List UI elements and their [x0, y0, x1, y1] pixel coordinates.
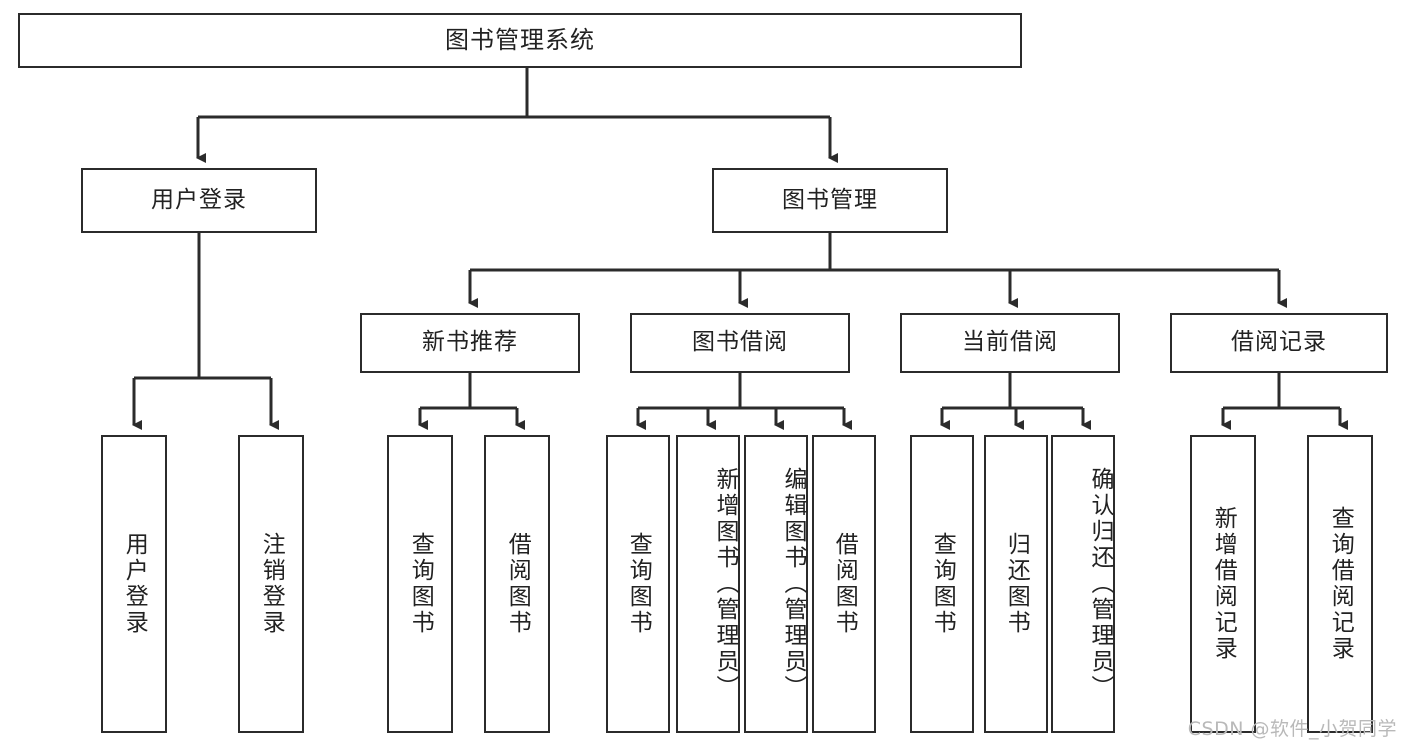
node-leaf-add-book[interactable]: 新增图书（管理员）: [676, 435, 740, 733]
node-label: 编辑图书（管理员）: [780, 467, 806, 701]
node-user-login[interactable]: 用户登录: [81, 168, 317, 233]
node-leaf-query-book-1[interactable]: 查询图书: [387, 435, 453, 733]
node-label: 用户登录: [151, 186, 247, 213]
node-leaf-borrow-book-2[interactable]: 借阅图书: [812, 435, 876, 733]
node-leaf-edit-book[interactable]: 编辑图书（管理员）: [744, 435, 808, 733]
node-label: 注销登录: [258, 532, 285, 636]
node-leaf-query-book-2[interactable]: 查询图书: [606, 435, 670, 733]
node-root-图书管理系统[interactable]: 图书管理系统: [18, 13, 1022, 68]
node-leaf-user-login[interactable]: 用户登录: [101, 435, 167, 733]
node-label: 查询图书: [407, 532, 434, 636]
node-label: 查询图书: [929, 532, 956, 636]
node-leaf-add-borrow-record[interactable]: 新增借阅记录: [1190, 435, 1256, 733]
node-label: 新增图书（管理员）: [712, 467, 738, 701]
node-label: 借阅图书: [504, 532, 531, 636]
node-leaf-return-book[interactable]: 归还图书: [984, 435, 1048, 733]
node-label: 图书管理: [782, 186, 878, 213]
node-label: 查询图书: [625, 532, 652, 636]
node-book-borrow[interactable]: 图书借阅: [630, 313, 850, 373]
node-label: 新书推荐: [422, 329, 518, 356]
node-label: 图书管理系统: [445, 26, 595, 55]
node-label: 用户登录: [121, 532, 148, 636]
node-borrow-record[interactable]: 借阅记录: [1170, 313, 1388, 373]
node-new-book-recommend[interactable]: 新书推荐: [360, 313, 580, 373]
node-label: 当前借阅: [962, 329, 1058, 356]
watermark-text: CSDN @软件_小贺同学: [1187, 718, 1397, 740]
node-label: 新增借阅记录: [1210, 506, 1237, 662]
node-current-borrow[interactable]: 当前借阅: [900, 313, 1120, 373]
node-label: 借阅图书: [831, 532, 858, 636]
node-leaf-logout-login[interactable]: 注销登录: [238, 435, 304, 733]
node-label: 归还图书: [1003, 532, 1030, 636]
node-label: 图书借阅: [692, 329, 788, 356]
node-leaf-borrow-book-1[interactable]: 借阅图书: [484, 435, 550, 733]
node-leaf-query-book-3[interactable]: 查询图书: [910, 435, 974, 733]
node-leaf-confirm-return[interactable]: 确认归还（管理员）: [1051, 435, 1115, 733]
node-book-manage[interactable]: 图书管理: [712, 168, 948, 233]
node-leaf-query-borrow-record[interactable]: 查询借阅记录: [1307, 435, 1373, 733]
node-label: 查询借阅记录: [1327, 506, 1354, 662]
node-label: 借阅记录: [1231, 329, 1327, 356]
node-label: 确认归还（管理员）: [1087, 467, 1113, 701]
